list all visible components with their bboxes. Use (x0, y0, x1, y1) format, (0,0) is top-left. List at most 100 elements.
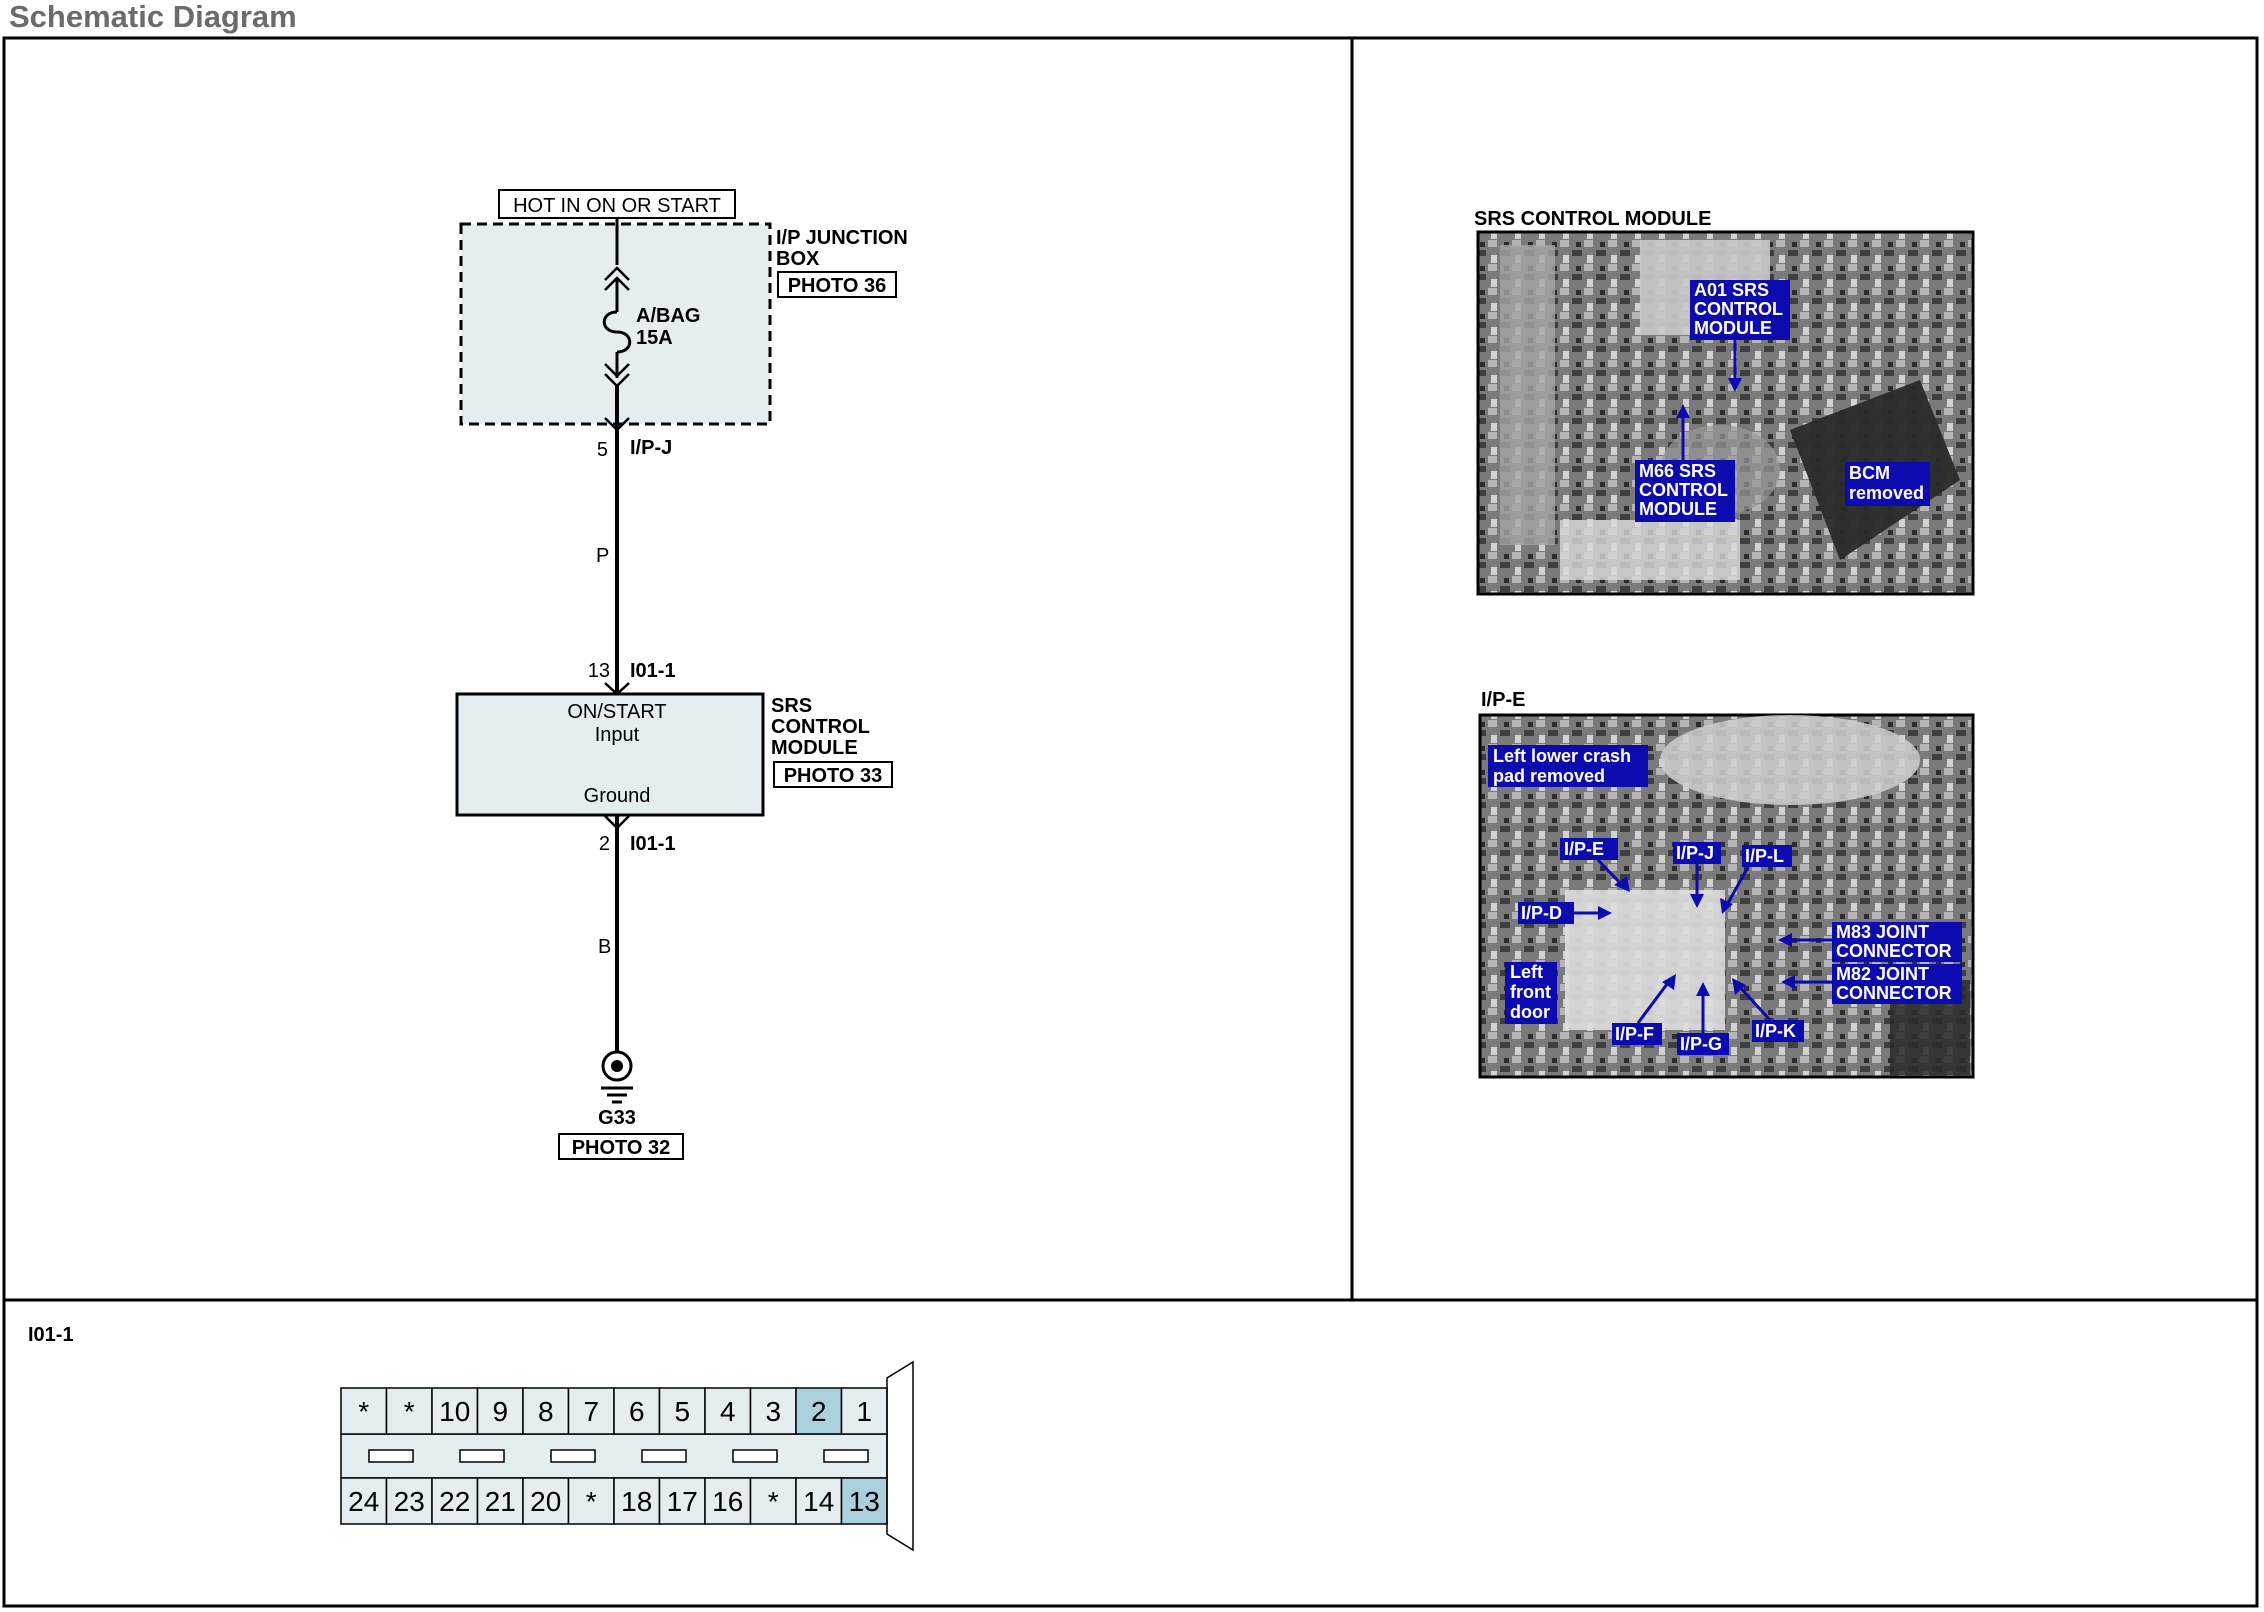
top-row-pin-cell (385, 1387, 433, 1435)
connector-latch-slot (823, 1449, 869, 1463)
pin-number: 3 (765, 1396, 781, 1427)
ground-point-name: G33 (598, 1107, 636, 1129)
callout-m82-line1: M82 JOINT (1836, 964, 1929, 984)
callout-a01-line1: A01 SRS (1694, 280, 1769, 300)
connector-latch-slot (459, 1449, 505, 1463)
top-row-pin-cell (340, 1387, 388, 1435)
module-name-line2: CONTROL (771, 716, 870, 738)
ground-photo-box (558, 1133, 684, 1160)
arrow-icon (1596, 858, 1624, 887)
connector-key-tab (886, 1360, 914, 1552)
top-row-pin-cell (476, 1387, 524, 1435)
photo-srs-title: SRS CONTROL MODULE (1474, 208, 1711, 230)
connector-mid-name: I01-1 (630, 660, 676, 682)
ground-photo-ref: PHOTO 32 (572, 1137, 671, 1159)
pin-number: 20 (530, 1486, 561, 1517)
page-title: Schematic Diagram (9, 0, 297, 34)
module-name-line3: MODULE (771, 737, 858, 759)
junction-box-photo-ref: PHOTO 36 (788, 275, 887, 297)
callout-crash-pad-line2: pad removed (1493, 766, 1605, 786)
pin-number: * (404, 1396, 415, 1427)
bottom-row-pin-cell (704, 1477, 752, 1525)
pin-number: * (586, 1486, 597, 1517)
power-source-label: HOT IN ON OR START (513, 195, 721, 217)
connector-mid-pin: 13 (588, 660, 610, 682)
callout-m83-line2: CONNECTOR (1836, 941, 1952, 961)
top-row-pin-cell (795, 1387, 843, 1435)
bottom-row-pin-cell (613, 1477, 661, 1525)
photo-ipe: I/P-E Left lower crash pad removed I/P-E… (1478, 689, 1975, 1079)
pin-number: 7 (583, 1396, 599, 1427)
connector-latch-slot (732, 1449, 778, 1463)
junction-box-photo-box (777, 271, 897, 298)
pin-number: 23 (394, 1486, 425, 1517)
callout-ipg: I/P-G (1680, 1034, 1722, 1054)
pin-number: 9 (492, 1396, 508, 1427)
top-row-pin-cell (840, 1387, 888, 1435)
module-input-line2: Input (595, 724, 640, 746)
pin-number: 24 (348, 1486, 379, 1517)
top-row-pin-cell (522, 1387, 570, 1435)
pin-number: 18 (621, 1486, 652, 1517)
connector-latch-slot (368, 1449, 414, 1463)
fuse-name: A/BAG (636, 305, 700, 327)
callout-bcm-line2: removed (1849, 483, 1924, 503)
module-photo-box (773, 761, 893, 788)
pin-number: 5 (674, 1396, 690, 1427)
callout-m82-line2: CONNECTOR (1836, 983, 1952, 1003)
connector-bottom-name: I01-1 (630, 833, 676, 855)
wire-top-color: P (596, 545, 609, 567)
callout-door-line2: front (1510, 982, 1551, 1002)
callout-door-line3: door (1510, 1002, 1550, 1022)
connector-latch-slot (641, 1449, 687, 1463)
wire-bottom-color: B (598, 936, 611, 958)
module-input-line1: ON/START (567, 701, 666, 723)
connector-top-pin: 5 (597, 439, 608, 461)
callout-ipd: I/P-D (1521, 903, 1562, 923)
bottom-row-pin-cell (476, 1477, 524, 1525)
connector-bottom-pin: 2 (599, 833, 610, 855)
top-row-pin-cell (749, 1387, 797, 1435)
callout-m83-line1: M83 JOINT (1836, 922, 1929, 942)
pin-number: 21 (485, 1486, 516, 1517)
callout-door-line1: Left (1510, 962, 1543, 982)
connector-view-name: I01-1 (28, 1324, 74, 1346)
pin-number: 4 (720, 1396, 736, 1427)
photo-srs-module: SRS CONTROL MODULE A01 SRS CONTROL MODUL… (1474, 208, 1975, 596)
fuse-icon (602, 310, 632, 354)
pin-number: 2 (811, 1396, 827, 1427)
srs-module-box (455, 692, 765, 817)
power-source-box (498, 189, 736, 219)
callout-m66-line2: CONTROL (1639, 480, 1728, 500)
connector-top-name: I/P-J (630, 437, 672, 459)
callout-ipf: I/P-F (1615, 1024, 1654, 1044)
top-row-pin-cell (658, 1387, 706, 1435)
pin-number: 17 (667, 1486, 698, 1517)
chevron-icon (604, 266, 630, 281)
pin-number: * (768, 1486, 779, 1517)
callout-ipk: I/P-K (1755, 1021, 1796, 1041)
top-row-pin-cell (567, 1387, 615, 1435)
schematic-diagram: HOT IN ON OR START I/P JUNCTION BOX PHOT… (455, 189, 908, 1160)
bottom-row-pin-cell (340, 1477, 388, 1525)
callout-m66-line3: MODULE (1639, 499, 1717, 519)
top-row-pin-cell (613, 1387, 661, 1435)
pin-number: 14 (803, 1486, 834, 1517)
pin-number: 1 (856, 1396, 872, 1427)
bottom-row-pin-cell (522, 1477, 570, 1525)
pin-number: 8 (538, 1396, 554, 1427)
pin-number: * (358, 1396, 369, 1427)
callout-crash-pad-line1: Left lower crash (1493, 746, 1631, 766)
fuse-rating: 15A (636, 327, 673, 349)
callout-ipe: I/P-E (1564, 839, 1604, 859)
arrow-icon (1736, 983, 1772, 1022)
callout-ipj: I/P-J (1676, 843, 1714, 863)
junction-box-name-line1: I/P JUNCTION (776, 227, 908, 249)
callout-m66-line1: M66 SRS (1639, 461, 1716, 481)
connector-latch-band (340, 1433, 888, 1479)
pin-number: 6 (629, 1396, 645, 1427)
module-photo-ref: PHOTO 33 (784, 765, 883, 787)
callout-ipl: I/P-L (1745, 846, 1784, 866)
